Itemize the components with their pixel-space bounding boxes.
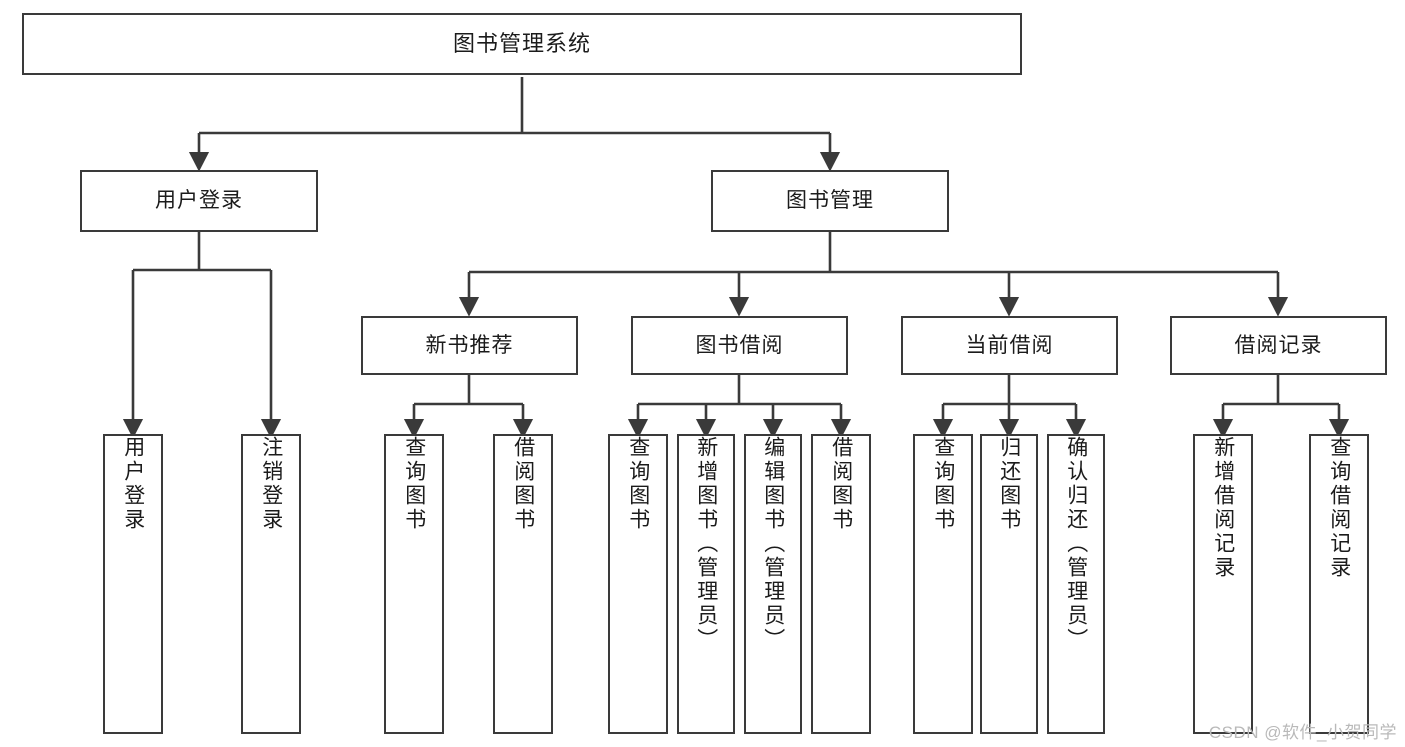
node-borrow-record[interactable]: 借阅记录 bbox=[1170, 316, 1387, 375]
node-leaf-confirm-return[interactable]: 确认归还（管理员） bbox=[1047, 434, 1105, 734]
node-leaf-add-record[interactable]: 新增借阅记录 bbox=[1193, 434, 1253, 734]
node-leaf-query-book-1-label: 查询图书 bbox=[402, 436, 426, 532]
node-leaf-query-book-3[interactable]: 查询图书 bbox=[913, 434, 973, 734]
node-leaf-user-login[interactable]: 用户登录 bbox=[103, 434, 163, 734]
node-root-label: 图书管理系统 bbox=[452, 30, 591, 56]
node-leaf-edit-book[interactable]: 编辑图书（管理员） bbox=[744, 434, 802, 734]
node-book-manage[interactable]: 图书管理 bbox=[711, 170, 949, 232]
node-leaf-borrow-book-2[interactable]: 借阅图书 bbox=[811, 434, 871, 734]
node-leaf-query-record-label: 查询借阅记录 bbox=[1327, 436, 1351, 580]
node-user-login-label: 用户登录 bbox=[155, 189, 243, 213]
node-leaf-query-book-1[interactable]: 查询图书 bbox=[384, 434, 444, 734]
node-root[interactable]: 图书管理系统 bbox=[22, 13, 1022, 75]
node-leaf-user-login-label: 用户登录 bbox=[121, 436, 145, 532]
node-borrow-record-label: 借阅记录 bbox=[1234, 333, 1323, 357]
node-leaf-confirm-return-label: 确认归还（管理员） bbox=[1064, 436, 1088, 652]
node-leaf-add-record-label: 新增借阅记录 bbox=[1211, 436, 1235, 580]
node-leaf-borrow-book-1[interactable]: 借阅图书 bbox=[493, 434, 553, 734]
node-new-book-recommend[interactable]: 新书推荐 bbox=[361, 316, 578, 375]
node-leaf-logout-login-label: 注销登录 bbox=[259, 436, 283, 532]
node-leaf-borrow-book-1-label: 借阅图书 bbox=[511, 436, 535, 532]
node-leaf-query-record[interactable]: 查询借阅记录 bbox=[1309, 434, 1369, 734]
node-book-manage-label: 图书管理 bbox=[786, 189, 874, 213]
node-leaf-add-book[interactable]: 新增图书（管理员） bbox=[677, 434, 735, 734]
node-book-borrow-label: 图书借阅 bbox=[695, 333, 784, 357]
node-leaf-edit-book-label: 编辑图书（管理员） bbox=[761, 436, 785, 652]
node-leaf-query-book-3-label: 查询图书 bbox=[931, 436, 955, 532]
node-leaf-add-book-label: 新增图书（管理员） bbox=[694, 436, 718, 652]
node-leaf-return-book-label: 归还图书 bbox=[997, 436, 1021, 532]
node-current-borrow-label: 当前借阅 bbox=[965, 333, 1054, 357]
node-current-borrow[interactable]: 当前借阅 bbox=[901, 316, 1118, 375]
node-leaf-borrow-book-2-label: 借阅图书 bbox=[829, 436, 853, 532]
node-leaf-logout-login[interactable]: 注销登录 bbox=[241, 434, 301, 734]
node-user-login[interactable]: 用户登录 bbox=[80, 170, 318, 232]
node-book-borrow[interactable]: 图书借阅 bbox=[631, 316, 848, 375]
node-leaf-query-book-2-label: 查询图书 bbox=[626, 436, 650, 532]
node-new-book-recommend-label: 新书推荐 bbox=[425, 333, 514, 357]
csdn-watermark: CSDN @软件_小贺同学 bbox=[1208, 723, 1397, 742]
node-leaf-query-book-2[interactable]: 查询图书 bbox=[608, 434, 668, 734]
node-leaf-return-book[interactable]: 归还图书 bbox=[980, 434, 1038, 734]
